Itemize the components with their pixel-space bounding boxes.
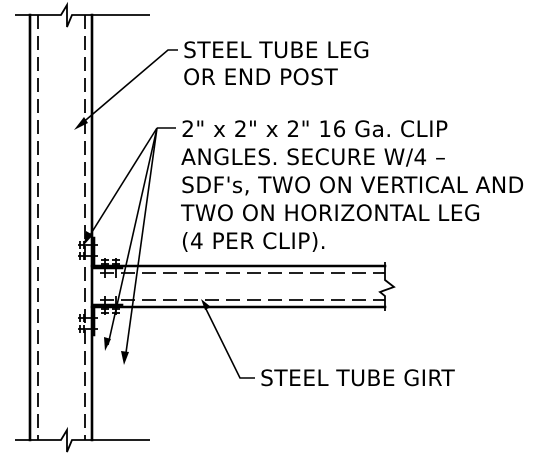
leader-leg (74, 49, 178, 130)
clip-angle-bottom (92, 303, 124, 337)
screw-icon (78, 252, 98, 260)
screw-icon (112, 258, 120, 278)
label-steel-tube-girt: STEEL TUBE GIRT (260, 367, 455, 392)
top-break-line (15, 1, 150, 28)
label-clip-angles: 2" x 2" x 2" 16 Ga. CLIP ANGLES. SECURE … (180, 118, 532, 255)
leader-girt (201, 299, 255, 379)
bottom-break-line (15, 426, 150, 453)
leader-clip-angles (84, 127, 176, 365)
screw-icon (78, 314, 98, 322)
screw-icon (101, 296, 109, 315)
screw-icon (101, 258, 109, 278)
screw-icon (78, 325, 98, 333)
steel-tube-girt (90, 262, 396, 311)
steel-tube-leg (28, 13, 94, 442)
label-steel-tube-leg: STEEL TUBE LEG OR END POST (183, 39, 378, 91)
clip-angle-top (92, 236, 124, 270)
